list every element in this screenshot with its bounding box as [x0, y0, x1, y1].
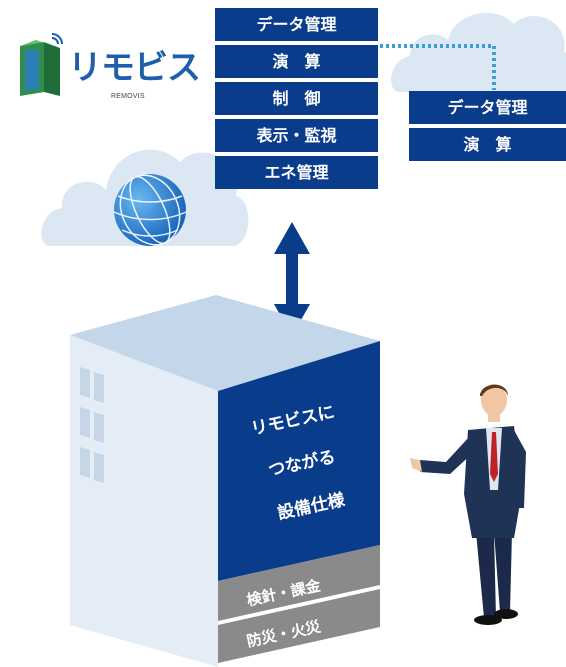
function-item: データ管理 [215, 8, 378, 41]
businessman-illustration [410, 384, 526, 625]
function-item: エネ管理 [215, 156, 378, 189]
building-illustration [70, 295, 380, 667]
globe-icon [113, 174, 187, 246]
function-item: 演 算 [409, 128, 566, 161]
function-item: 制 御 [215, 82, 378, 115]
logo-subtitle: REMOVIS [111, 93, 145, 100]
function-item: 演 算 [215, 45, 378, 78]
function-item: 表示・監視 [215, 119, 378, 152]
cloud-link-line [380, 44, 496, 90]
logo-name: リモビス [68, 48, 201, 88]
logo-cube-icon [20, 33, 63, 96]
cloud-function-list: データ管理 演 算 制 御 表示・監視 エネ管理 [215, 8, 378, 193]
function-item: データ管理 [409, 91, 566, 124]
right-cloud [391, 12, 566, 92]
external-function-list: データ管理 演 算 [409, 91, 566, 165]
